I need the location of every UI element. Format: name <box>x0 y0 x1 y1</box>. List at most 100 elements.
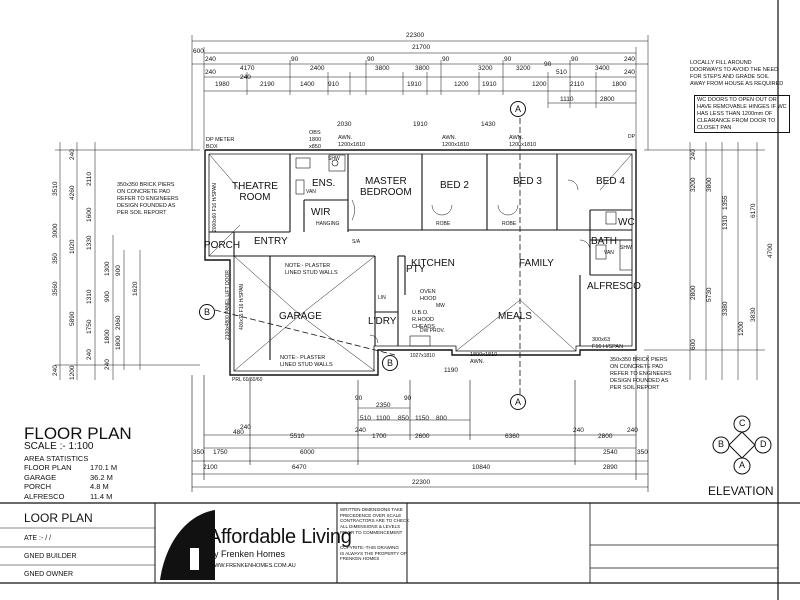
brick-piers-note-left: 350x350 BRICK PIERS ON CONCRETE PAD REFE… <box>117 182 179 216</box>
section-marker-a: A <box>510 394 526 410</box>
dim-label: 2060 <box>115 315 122 330</box>
area-value: 4.8 M <box>90 482 109 492</box>
dim-label: 1190 <box>444 367 458 374</box>
dim-label: 1700 <box>372 433 387 440</box>
dishwasher-label: DW PROV. <box>420 328 445 334</box>
area-value: 36.2 M <box>90 472 113 482</box>
wc-door-note: WC DOORS TO OPEN OUT OR HAVE REMOVABLE H… <box>694 95 790 134</box>
dim-label: 2400 <box>310 65 325 72</box>
dim-label: 1430 <box>481 121 496 128</box>
robe-label: ROBE <box>436 221 451 227</box>
dim-label: 6000 <box>300 449 315 456</box>
dim-label: 3200 <box>478 65 493 72</box>
dim-label: 2600 <box>415 433 430 440</box>
room-entry: ENTRY <box>254 236 288 247</box>
dim-label: 240 <box>104 359 111 370</box>
dim-label: 1300 <box>104 261 111 276</box>
dim-label: 6170 <box>750 203 757 218</box>
dim-label: 900 <box>115 265 122 276</box>
area-label: FLOOR PLAN <box>24 463 72 473</box>
dim-label: 240 <box>627 427 638 434</box>
hanging-label: HANGING <box>316 221 340 227</box>
dim-label: 600 <box>690 339 697 350</box>
shower-label: SHW <box>620 245 632 251</box>
room-master-bedroom: MASTER BEDROOM <box>360 176 412 198</box>
vanity-label: VAN <box>306 189 316 195</box>
dim-label: 3800 <box>415 65 430 72</box>
dim-label: 1150 <box>415 415 429 422</box>
dim-label: 1110 <box>560 96 574 103</box>
logo-text: Affordable Living <box>208 526 352 548</box>
section-lines <box>214 118 521 395</box>
room-ensuite: ENS. <box>312 178 336 189</box>
beam-label: 2000x60 F16 H/SPAN <box>212 183 218 232</box>
dim-label: 1200 <box>454 81 469 88</box>
dim-label: 90 <box>367 56 375 63</box>
section-marker-b: B <box>199 304 215 320</box>
area-heading: AREA STATISTICS <box>24 454 89 463</box>
disclaimer-text: WRITTEN DIMENSIONS TAKE PRECEDENCE OVER … <box>340 507 410 535</box>
dim-label: 1355 <box>722 195 729 210</box>
room-wir: WIR <box>311 207 331 218</box>
dim-label: 90 <box>404 395 412 402</box>
dim-label: 480 <box>233 429 244 436</box>
dim-label: 5890 <box>69 311 76 326</box>
dim-label: 1800 <box>115 335 122 350</box>
dim-label: 1800 <box>104 329 111 344</box>
area-value: 11.4 M <box>90 491 113 501</box>
room-theatre: THEATRE ROOM <box>232 181 278 203</box>
dim-label: 2350 <box>376 402 391 409</box>
dim-label: 3400 <box>595 65 610 72</box>
dim-label: 240 <box>86 349 93 360</box>
dim-label: 1330 <box>86 235 93 250</box>
dim-label: 3200 <box>516 65 531 72</box>
room-bed3: BED 3 <box>513 176 542 187</box>
area-row: GARAGE 36.2 M <box>24 473 117 482</box>
logo-house-icon <box>160 510 215 580</box>
dim-label: 2100 <box>203 464 218 471</box>
dim-label: 240 <box>240 74 251 81</box>
area-row: FLOOR PLAN 170.1 M <box>24 463 117 472</box>
dim-label: 5730 <box>706 287 713 302</box>
dim-top-inner: 21700 <box>412 44 431 51</box>
signed-builder-field: GNED BUILDER <box>24 553 77 560</box>
bottom-dimension-lines <box>191 355 649 492</box>
room-wc: WC <box>618 217 635 228</box>
dim-label: 1750 <box>86 319 93 334</box>
dim-label: 350 <box>637 449 648 456</box>
area-value: 170.1 M <box>90 463 118 473</box>
dim-label: 2110 <box>570 81 584 88</box>
robe-label: ROBE <box>502 221 517 227</box>
dim-label: 510 <box>360 415 371 422</box>
date-field: ATE :- / / <box>24 535 52 542</box>
room-pantry: PTY <box>406 264 426 275</box>
dim-label: 240 <box>69 149 76 160</box>
dim-label: 3830 <box>750 307 757 322</box>
dim-label: 4260 <box>69 185 76 200</box>
room-garage: GARAGE <box>279 311 322 322</box>
room-laundry: L'DRY <box>368 316 397 327</box>
dim-label: 1750 <box>213 449 228 456</box>
room-alfresco: ALFRESCO <box>587 281 641 292</box>
awning-window-label: AWN. 1200x1810 <box>442 135 470 148</box>
dim-label: 1910 <box>413 121 428 128</box>
smoke-alarm-label: S/A <box>352 239 361 245</box>
dim-label: 2540 <box>603 449 618 456</box>
garage-wall-note: NOTE:- PLASTER LINED STUD WALLS <box>280 355 333 368</box>
dim-label: 240 <box>240 424 251 431</box>
dim-label: 2800 <box>598 433 613 440</box>
logo-subtitle: by Frenken Homes <box>209 549 286 559</box>
dim-label: 2800 <box>600 96 615 103</box>
dim-label: 3380 <box>722 301 729 316</box>
dim-label: 2110 <box>86 172 93 186</box>
room-bed4: BED 4 <box>596 176 625 187</box>
beam-label: 400x75 F16 H/SPAN <box>239 283 245 330</box>
area-label: GARAGE <box>24 472 57 482</box>
dim-label: 900 <box>104 291 111 302</box>
dim-bottom-total: 22300 <box>412 479 431 486</box>
oven-label: OVEN HOOD <box>420 289 437 302</box>
dim-label: 90 <box>442 56 450 63</box>
awning-window-label: AWN. 1200x1810 <box>509 135 537 148</box>
